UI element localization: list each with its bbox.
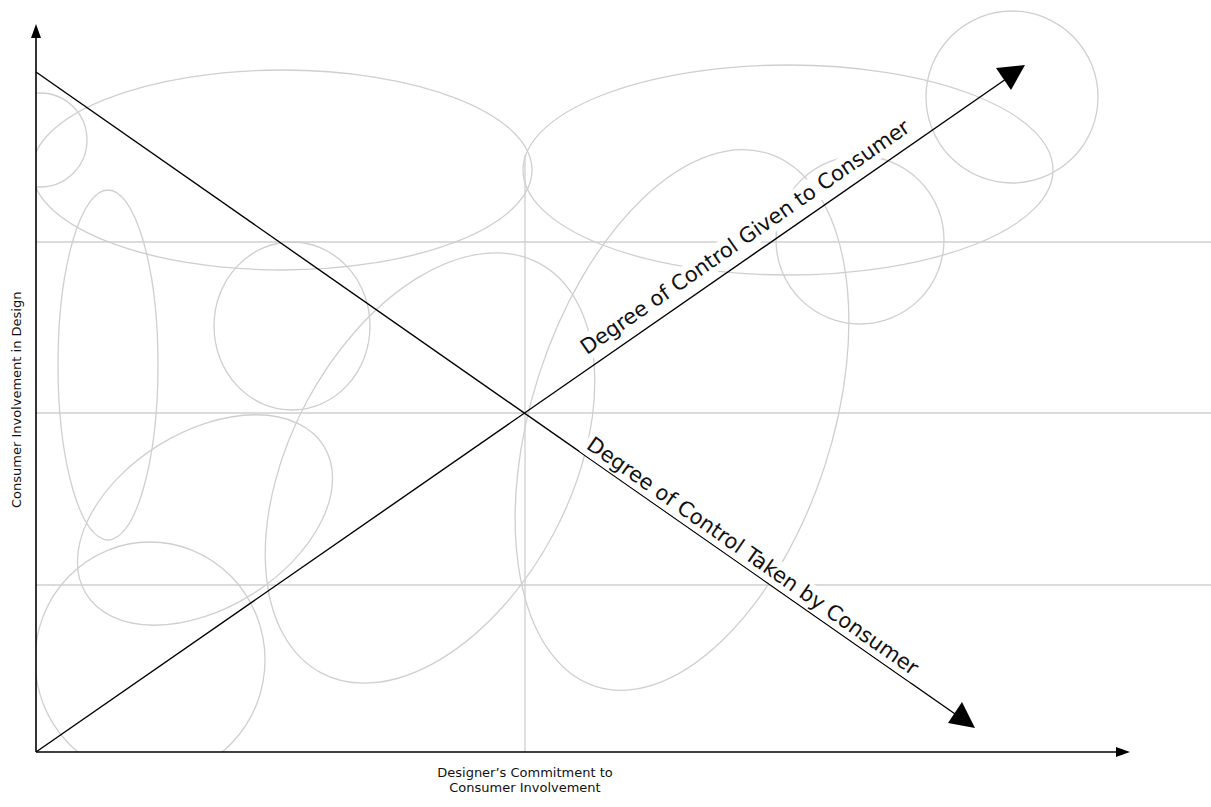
axis-title: Consumer Involvement in Design bbox=[9, 292, 25, 508]
axis-title: Designer’s Commitment to Consumer Involv… bbox=[425, 765, 625, 796]
axes bbox=[31, 24, 1130, 757]
diagonal-arrows bbox=[36, 65, 1025, 752]
arrow-label: Degree of Control Taken by Consumer bbox=[579, 430, 925, 682]
background-shapes bbox=[36, 11, 1211, 752]
